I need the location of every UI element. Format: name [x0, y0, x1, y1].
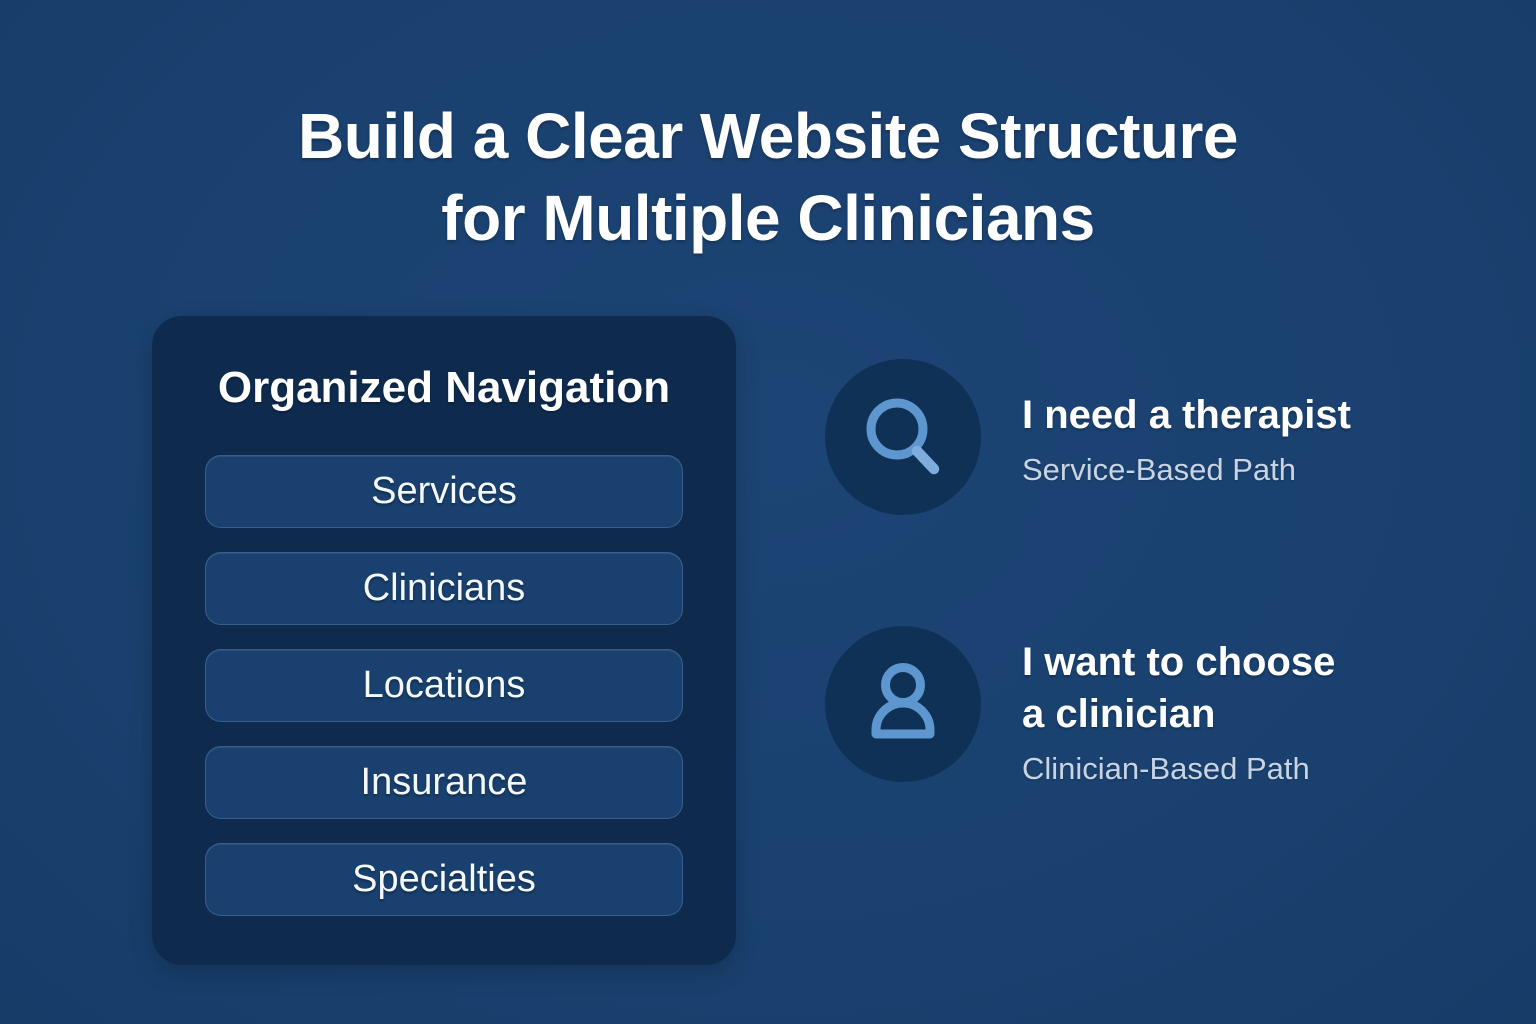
clinician-path-text: I want to choose a clinician Clinician-B… [1022, 636, 1335, 788]
nav-item-locations[interactable]: Locations [205, 649, 683, 722]
nav-item-insurance[interactable]: Insurance [205, 746, 683, 819]
page-title: Build a Clear Website Structure for Mult… [0, 95, 1536, 259]
page-title-line-2: for Multiple Clinicians [441, 182, 1095, 254]
clinician-path-heading: I want to choose [1022, 640, 1336, 684]
panel-heading: Organized Navigation [217, 363, 671, 412]
nav-item-specialties[interactable]: Specialties [205, 843, 683, 916]
service-path-text: I need a therapist Service-Based Path [1022, 389, 1351, 489]
service-path-icon-circle [825, 359, 981, 515]
organized-navigation-panel: Organized Navigation Services Clinicians… [152, 316, 736, 965]
clinician-path-heading-line-2: a clinician [1022, 692, 1216, 736]
clinician-path-icon-circle [825, 626, 981, 782]
nav-item-services[interactable]: Services [205, 455, 683, 528]
search-icon [866, 398, 940, 475]
clinician-path-subtitle: Clinician-Based Path [1022, 751, 1310, 786]
page-title-line-1: Build a Clear Website Structure [298, 100, 1239, 172]
service-path-heading: I need a therapist [1022, 393, 1351, 437]
service-path-subtitle: Service-Based Path [1022, 452, 1296, 487]
nav-list: Services Clinicians Locations Insurance … [205, 455, 683, 916]
nav-item-clinicians[interactable]: Clinicians [205, 552, 683, 625]
person-icon [871, 663, 935, 739]
